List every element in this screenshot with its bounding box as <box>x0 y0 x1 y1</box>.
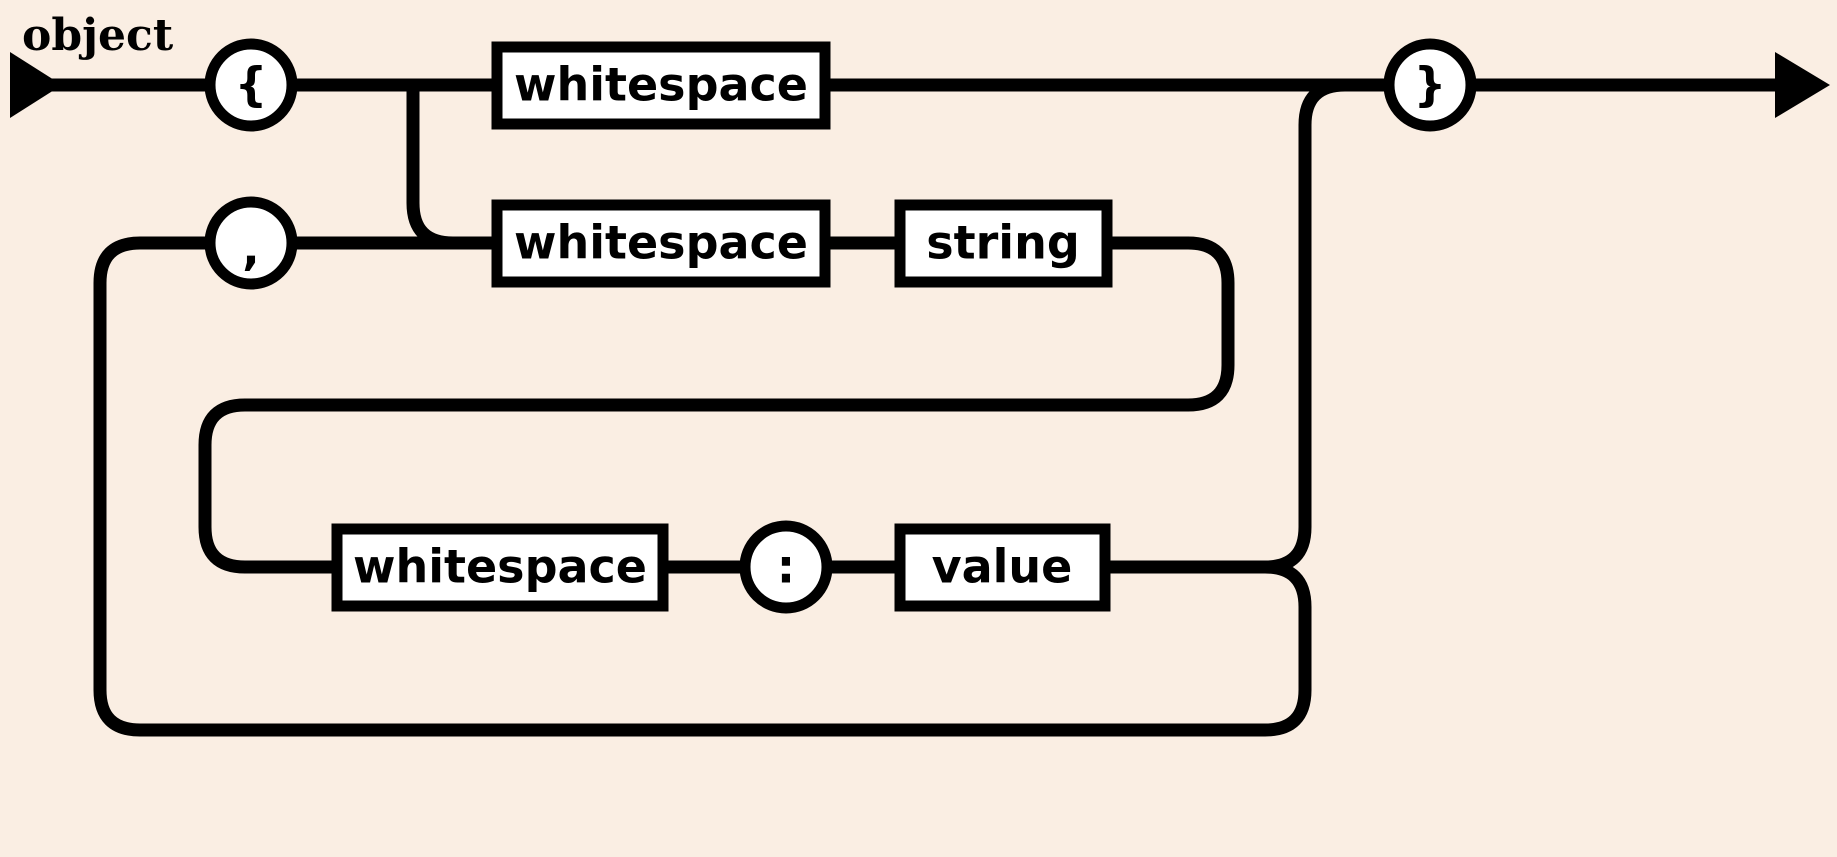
comma-label: , <box>242 222 259 276</box>
open-brace-label: { <box>235 58 268 112</box>
string-label: string <box>926 216 1080 270</box>
terminal-comma[interactable]: , <box>204 196 298 290</box>
terminal-colon[interactable]: : <box>739 520 833 614</box>
whitespace-3-box <box>331 523 669 612</box>
value-box <box>894 523 1111 612</box>
colon-circle <box>739 520 833 614</box>
comma-circle <box>204 196 298 290</box>
string-box <box>894 199 1113 288</box>
whitespace-1-box <box>491 41 831 130</box>
whitespace-2-box <box>491 199 831 288</box>
nonterminal-whitespace-3[interactable]: whitespace <box>331 523 669 612</box>
terminal-open-brace[interactable]: { <box>204 38 298 132</box>
close-brace-circle <box>1383 38 1477 132</box>
whitespace-2-label: whitespace <box>514 216 808 270</box>
colon-label: : <box>777 540 795 594</box>
nonterminal-whitespace-1[interactable]: whitespace <box>491 41 831 130</box>
open-brace-circle <box>204 38 298 132</box>
diagram-title: object <box>22 10 174 61</box>
exit-arrow-icon <box>1775 52 1830 118</box>
rail-string-loop-to-row4 <box>198 236 1235 574</box>
close-brace-label: } <box>1414 58 1447 112</box>
nonterminal-whitespace-2[interactable]: whitespace <box>491 199 831 288</box>
entry-arrow-icon <box>10 52 62 118</box>
value-label: value <box>932 540 1073 594</box>
whitespace-3-label: whitespace <box>353 540 647 594</box>
nonterminal-string[interactable]: string <box>894 199 1113 288</box>
terminal-close-brace[interactable]: } <box>1383 38 1477 132</box>
whitespace-1-label: whitespace <box>514 58 808 112</box>
rail-bottom-loopback-to-comma <box>93 236 1312 737</box>
nonterminal-value[interactable]: value <box>894 523 1111 612</box>
